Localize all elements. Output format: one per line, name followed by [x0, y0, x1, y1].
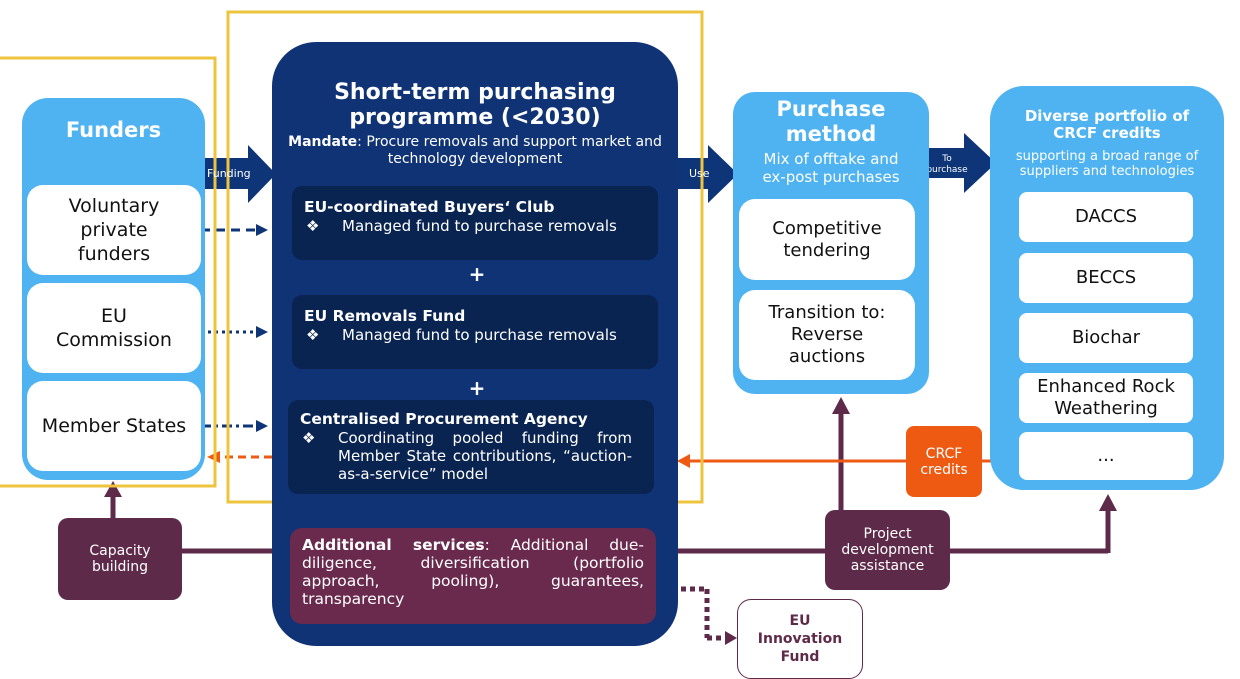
- removals-fund-text: Managed fund to purchase removals: [342, 326, 617, 344]
- funders-title: Funders: [65, 118, 162, 142]
- capacity-building-box: Capacity building: [58, 518, 182, 600]
- bullet-icon: ❖: [306, 217, 320, 235]
- mandate-text: : Procure removals and support market an…: [357, 134, 662, 167]
- purchase-method-label: Transition to: Reverse auctions: [768, 302, 886, 367]
- innovation-fund-label: EU Innovation Fund: [757, 613, 843, 665]
- portfolio-item-label: Biochar: [1071, 327, 1141, 348]
- funder-voluntary-private: Voluntary private funders: [27, 185, 201, 275]
- project-development-label: Project development assistance: [841, 526, 934, 574]
- crcf-credits-badge: CRCF credits: [906, 426, 982, 497]
- innovation-arrowhead: [725, 631, 737, 645]
- buyers-club-box: EU-coordinated Buyers‘ Club ❖ Managed fun…: [292, 186, 658, 260]
- bullet-icon: ❖: [306, 326, 320, 344]
- funder-member-states: Member States: [27, 381, 201, 471]
- purchase-method-title: Purchase method: [776, 97, 886, 146]
- funders-frame: [0, 56, 217, 488]
- purchase-method-label: Competitive tendering: [772, 217, 882, 261]
- portfolio-item-beccs: BECCS: [1019, 253, 1193, 303]
- to-purchase-arrow-label: To purchase: [926, 154, 968, 175]
- to-purchase-arrow: [921, 133, 996, 193]
- funding-arrow: [197, 145, 276, 203]
- buyers-club-title: EU-coordinated Buyers‘ Club: [304, 198, 555, 216]
- portfolio-title: Diverse portfolio of CRCF credits: [1024, 107, 1190, 142]
- portfolio-item-label: Enhanced Rock Weathering: [1037, 376, 1175, 419]
- mandate-label: Mandate: [288, 134, 358, 150]
- additional-services-label: Additional services: [302, 536, 485, 554]
- bullet-icon: ❖: [302, 429, 316, 447]
- portfolio-item-label: ...: [1097, 445, 1115, 466]
- portfolio-item-more: ...: [1019, 432, 1193, 480]
- crcf-credits-label: CRCF credits: [920, 445, 968, 478]
- portfolio-item-label: DACCS: [1074, 206, 1138, 227]
- capacity-building-label: Capacity building: [89, 543, 151, 575]
- competitive-tendering-card: Competitive tendering: [739, 199, 915, 280]
- reverse-auctions-card: Transition to: Reverse auctions: [739, 290, 915, 380]
- procurement-agency-text: Coordinating pooled funding from Member …: [338, 429, 632, 483]
- funding-arrow-label: Funding: [207, 167, 251, 180]
- funder-eu-commission: EU Commission: [27, 283, 201, 373]
- portfolio-item-label: BECCS: [1075, 267, 1137, 288]
- funder-label: Voluntary private funders: [68, 195, 160, 265]
- procurement-agency-box: Centralised Procurement Agency ❖ Coordina…: [288, 400, 654, 494]
- portfolio-item-rock-weathering: Enhanced Rock Weathering: [1019, 373, 1193, 423]
- procurement-agency-title: Centralised Procurement Agency: [300, 410, 588, 428]
- additional-services-box: Additional services: Additional due-dili…: [290, 528, 656, 624]
- project-development-box: Project development assistance: [825, 510, 950, 590]
- buyers-club-text: Managed fund to purchase removals: [342, 217, 617, 235]
- purchase-arrowhead: [832, 397, 850, 414]
- purchase-method-subtitle: Mix of offtake and ex-post purchases: [762, 150, 900, 186]
- portfolio-subtitle: supporting a broad range of suppliers an…: [1015, 149, 1199, 179]
- removals-fund-box: EU Removals Fund ❖ Managed fund to purcha…: [292, 295, 658, 369]
- portfolio-item-daccs: DACCS: [1019, 192, 1193, 242]
- additional-services-text: : Additional due-diligence, diversificat…: [302, 536, 644, 608]
- funder-label: Member States: [41, 415, 187, 437]
- portfolio-arrowhead: [1099, 494, 1117, 511]
- capacity-arrowhead: [104, 481, 122, 497]
- plus-sign: +: [468, 376, 486, 400]
- innovation-fund-box: EU Innovation Fund: [737, 599, 863, 679]
- use-arrow: [678, 145, 738, 203]
- plus-sign: +: [468, 262, 486, 286]
- funder-label: EU Commission: [56, 305, 172, 351]
- programme-mandate: Mandate: Procure removals and support ma…: [282, 134, 668, 168]
- programme-title: Short-term purchasing programme (<2030): [334, 80, 616, 130]
- portfolio-item-biochar: Biochar: [1019, 313, 1193, 363]
- use-arrow-label: Use: [689, 167, 710, 180]
- removals-fund-title: EU Removals Fund: [304, 307, 466, 325]
